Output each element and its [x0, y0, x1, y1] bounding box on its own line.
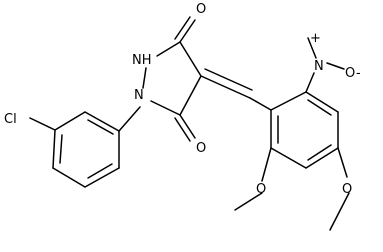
nitro-oxygen-label: O: [345, 66, 355, 81]
bond: [305, 147, 339, 169]
bond: [305, 91, 339, 113]
bond: [329, 192, 350, 231]
nh-group-label: NH: [132, 53, 152, 68]
bond: [84, 167, 120, 188]
bond: [305, 72, 315, 93]
nitrogen-atom-label: N: [134, 88, 144, 103]
bond: [270, 147, 307, 169]
bond: [59, 134, 63, 164]
nitro-negative-charge: -: [356, 66, 361, 81]
bond: [337, 147, 348, 178]
bond: [29, 117, 56, 131]
bond: [174, 16, 191, 40]
carbonyl-oxygen-bottom-label: O: [196, 141, 206, 156]
bond: [307, 37, 317, 59]
bond: [179, 75, 202, 116]
bond: [87, 119, 114, 135]
bond: [179, 114, 196, 139]
bond: [204, 68, 253, 91]
bond: [142, 67, 147, 89]
bond: [307, 99, 332, 116]
bond: [249, 97, 272, 111]
bond: [156, 41, 181, 57]
nitro-positive-charge: +: [310, 31, 321, 46]
bond: [326, 62, 345, 70]
methoxy-oxygen-1-label: O: [256, 182, 266, 197]
nitro-nitrogen-label: N: [314, 59, 324, 74]
bonds: [29, 16, 350, 231]
bond: [52, 167, 86, 188]
bond: [87, 163, 113, 179]
bond: [270, 91, 307, 111]
bond: [200, 75, 251, 99]
bond: [307, 144, 332, 161]
bond: [179, 41, 202, 77]
bond: [174, 117, 191, 142]
atom-labels: Cl N NH O O N + O - O O: [4, 2, 361, 197]
bond: [54, 111, 86, 131]
bond: [150, 100, 181, 116]
bond: [179, 19, 196, 43]
methoxy-oxygen-2-label: O: [342, 182, 352, 197]
bond: [234, 192, 263, 211]
bond: [118, 106, 141, 132]
bond: [52, 129, 56, 169]
carbonyl-oxygen-top-label: O: [196, 2, 206, 17]
chlorine-atom-label: Cl: [4, 112, 17, 127]
bond: [84, 111, 120, 132]
bond: [261, 147, 272, 182]
